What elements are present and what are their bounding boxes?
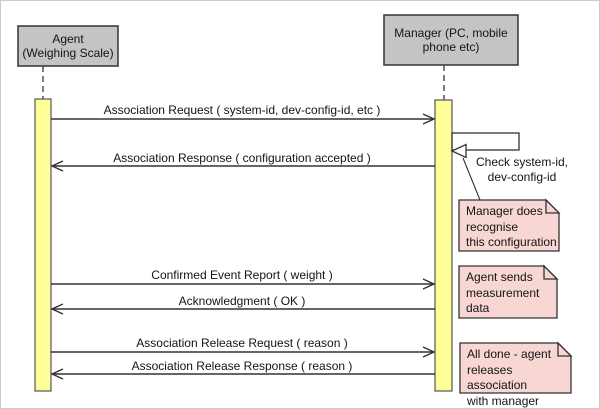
message-label-association-request: Association Request ( system-id, dev-con… bbox=[103, 103, 381, 117]
agent-actor-box bbox=[17, 25, 119, 67]
note-fold-icon bbox=[557, 341, 573, 357]
self-action-label: Check system-id, dev-config-id bbox=[475, 155, 569, 184]
note-fold-icon bbox=[543, 264, 559, 280]
message-label-association-release-response: Association Release Response ( reason ) bbox=[131, 359, 353, 373]
message-label-association-response: Association Response ( configuration acc… bbox=[113, 151, 371, 165]
agent-actor-label: Agent (Weighing Scale) bbox=[22, 32, 114, 60]
note-connector-line bbox=[462, 157, 481, 201]
note-label-manager-recognise: Manager does recognise this configuratio… bbox=[466, 204, 557, 249]
note-fold-icon bbox=[545, 198, 561, 214]
note-agent-sends-data bbox=[458, 265, 558, 319]
message-label-acknowledgment: Acknowledgment ( OK ) bbox=[178, 294, 306, 308]
manager-actor-label: Manager (PC, mobile phone etc) bbox=[394, 26, 508, 54]
note-manager-recognise bbox=[458, 199, 560, 252]
note-label-release-association: All done - agent releases association wi… bbox=[467, 347, 552, 408]
manager-actor-box bbox=[383, 14, 519, 66]
self-action-box bbox=[451, 132, 520, 151]
open-arrowhead-icon bbox=[450, 143, 467, 159]
manager-activation-bar bbox=[434, 99, 453, 392]
agent-activation-bar bbox=[34, 98, 52, 392]
note-release-association bbox=[459, 342, 572, 394]
message-label-confirmed-event-report: Confirmed Event Report ( weight ) bbox=[151, 268, 333, 282]
message-label-association-release-request: Association Release Request ( reason ) bbox=[136, 336, 348, 350]
note-label-agent-sends-data: Agent sends measurement data bbox=[466, 270, 540, 315]
